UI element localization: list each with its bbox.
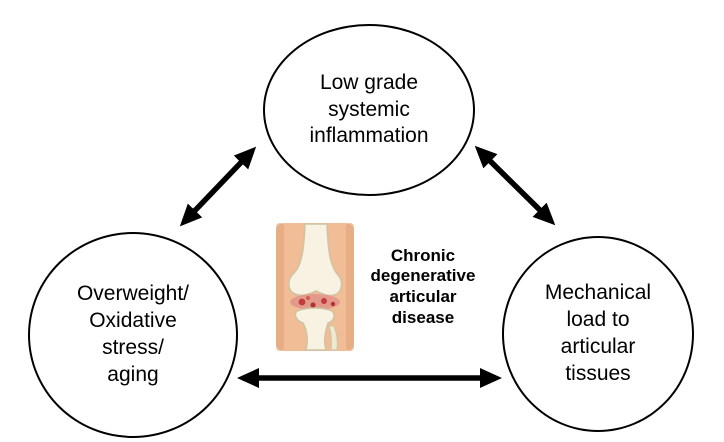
node-label: Low grade systemic inflammation <box>309 70 429 148</box>
center-group: Chronic degenerative articular disease <box>275 222 485 352</box>
node-overweight-oxidative-stress-aging: Overweight/ Oxidative stress/ aging <box>28 232 238 438</box>
node-mechanical-load-articular-tissues: Mechanical load to articular tissues <box>502 236 694 432</box>
arrow-top-left <box>179 146 257 227</box>
arrow-top-right <box>474 145 556 226</box>
node-label: Overweight/ Oxidative stress/ aging <box>76 282 190 386</box>
knee-joint-illustration-icon <box>276 223 354 351</box>
node-low-grade-systemic-inflammation: Low grade systemic inflammation <box>263 24 475 196</box>
node-label: Mechanical load to articular tissues <box>544 281 652 385</box>
center-caption: Chronic degenerative articular disease <box>370 245 476 327</box>
